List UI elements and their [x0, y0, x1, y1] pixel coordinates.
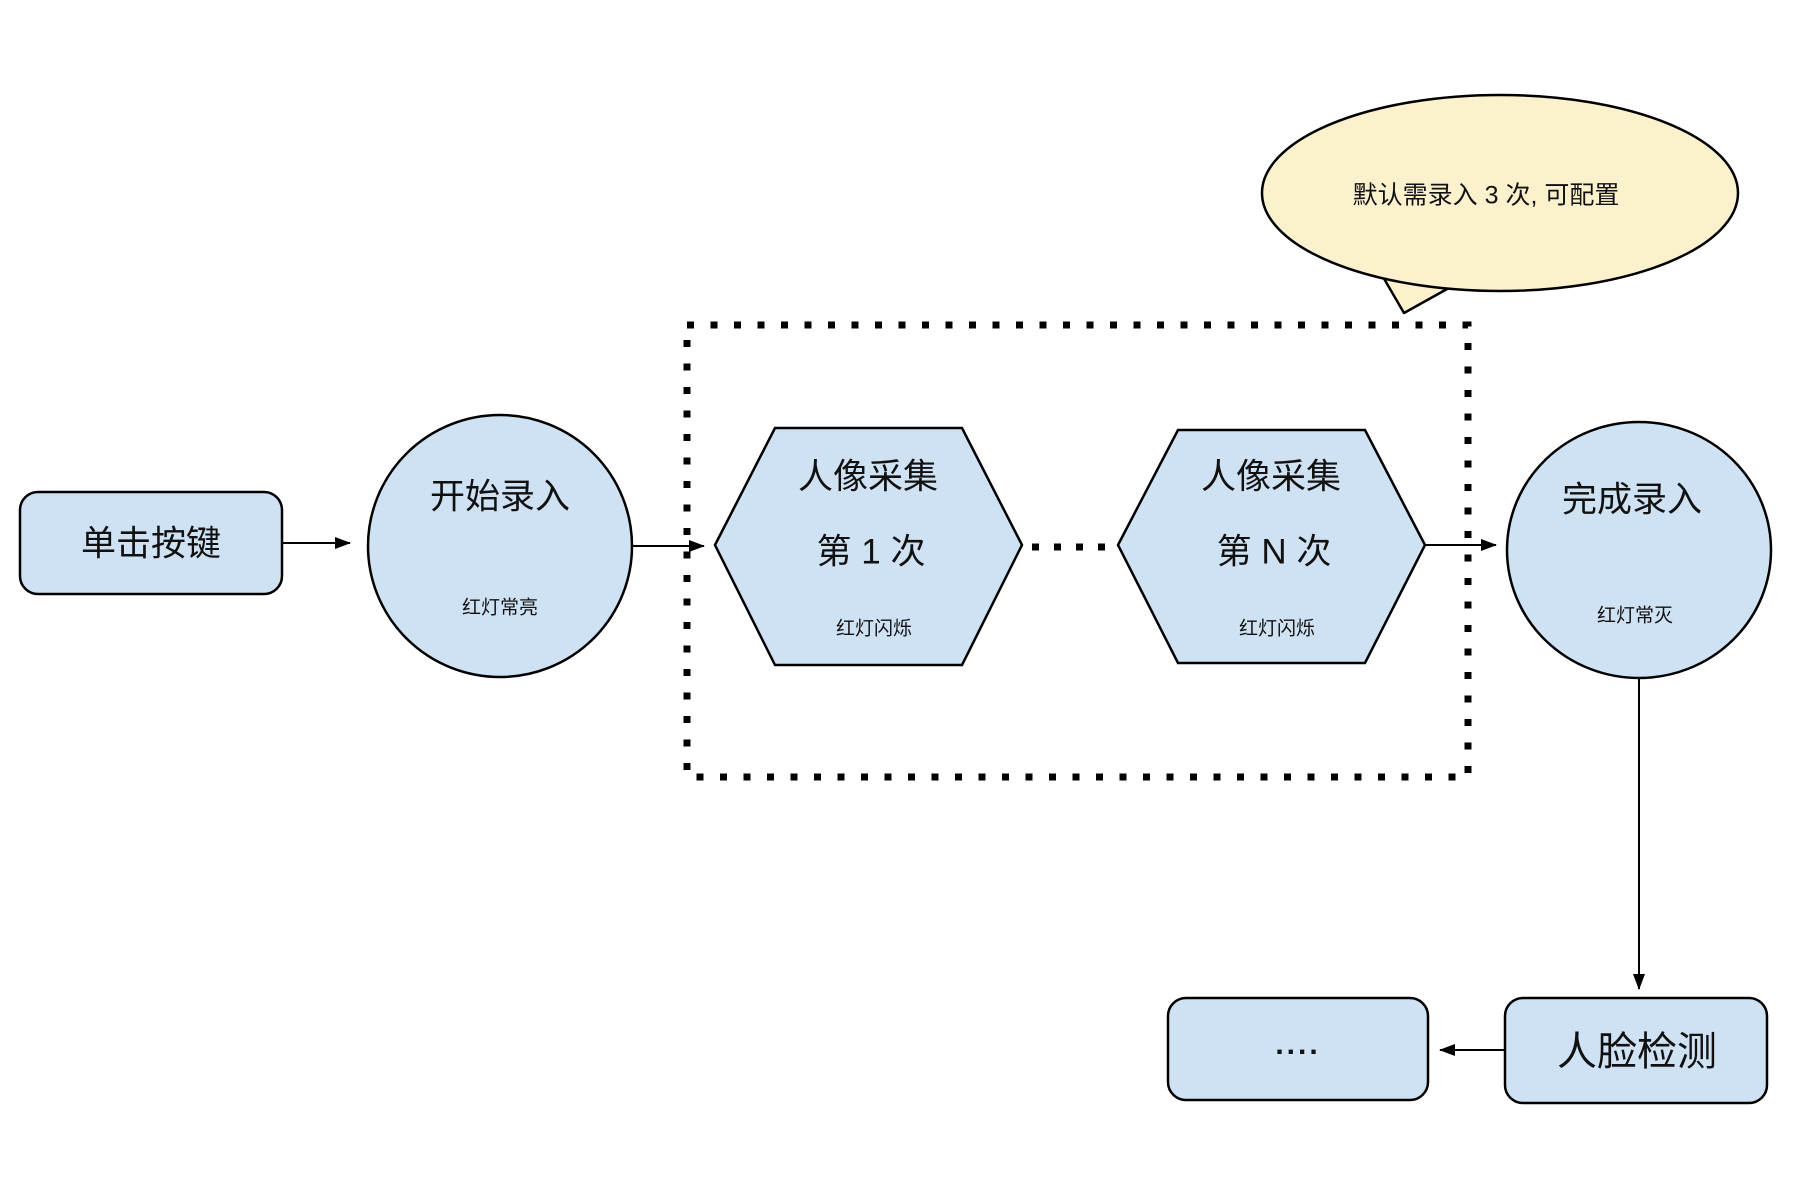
continuation-node — [1166, 996, 1430, 1102]
capture-n-title: 人像采集 — [1200, 457, 1342, 497]
capture-1-status: 红灯闪烁 — [835, 618, 913, 640]
finish-capture-title: 完成录入 — [1561, 480, 1703, 520]
finish-capture-status: 红灯常灭 — [1596, 605, 1674, 627]
continuation-label: .... — [1275, 1028, 1321, 1061]
loop-dotted-frame — [683, 321, 1472, 781]
capture-n-status: 红灯闪烁 — [1238, 618, 1316, 640]
start-capture-title: 开始录入 — [429, 477, 571, 517]
start-capture-status: 红灯常亮 — [461, 597, 539, 619]
capture-1-sequence: 第 1 次 — [816, 532, 926, 572]
face-detection-label: 人脸检测 — [1557, 1030, 1717, 1074]
capture-1-title: 人像采集 — [797, 457, 939, 497]
capture-n-sequence: 第 N 次 — [1216, 532, 1332, 572]
finish-capture-circle — [1505, 420, 1773, 680]
callout-label: 默认需录入 3 次, 可配置 — [1352, 181, 1620, 210]
callout-bubble — [1260, 93, 1740, 293]
capture-1-hexagon — [713, 426, 1024, 667]
click-button-label: 单击按键 — [80, 524, 222, 564]
start-capture-circle — [366, 413, 634, 679]
